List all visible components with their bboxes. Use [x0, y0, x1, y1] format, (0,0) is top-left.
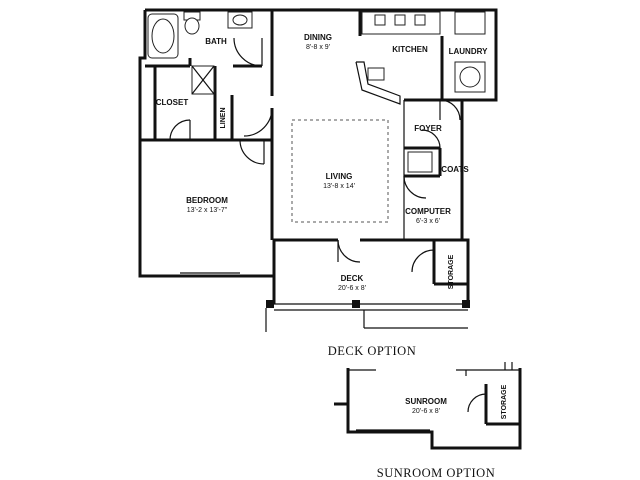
- room-label-dining: DINING: [304, 33, 332, 42]
- caption-sunroom-option: SUNROOM OPTION: [377, 466, 495, 480]
- room-label-closet: CLOSET: [156, 98, 189, 107]
- room-label-linen: LINEN: [220, 108, 227, 129]
- room-label-foyer: FOYER: [414, 124, 442, 133]
- room-size-sunroom: 20'-6 x 8': [412, 408, 440, 415]
- sunroom-plan: [334, 362, 522, 450]
- room-label-sunroom-storage: STORAGE: [501, 384, 508, 419]
- room-label-bedroom: BEDROOM: [186, 196, 228, 205]
- room-label-deck: DECK: [341, 274, 364, 283]
- room-label-coats: COATS: [441, 165, 469, 174]
- room-label-sunroom: SUNROOM: [405, 397, 447, 406]
- room-label-bath: BATH: [205, 37, 227, 46]
- door-swings: [169, 37, 461, 273]
- foyer-fixture: [407, 151, 433, 173]
- room-label-kitchen: KITCHEN: [392, 45, 428, 54]
- room-label-living: LIVING: [326, 172, 353, 181]
- room-label-computer: COMPUTER: [405, 207, 451, 216]
- interior-walls: [140, 10, 468, 286]
- bath-fixtures: [147, 11, 253, 95]
- room-label-storage: STORAGE: [448, 254, 455, 289]
- room-size-computer: 6'-3 x 6': [416, 218, 440, 225]
- room-size-living: 13'-8 x 14': [323, 183, 355, 190]
- room-size-dining: 8'-8 x 9': [306, 44, 330, 51]
- kitchen-fixtures: [355, 11, 486, 105]
- deck-railing: [265, 300, 470, 332]
- windows: [180, 8, 340, 274]
- living-rug-outline: [291, 119, 389, 223]
- caption-deck-option: DECK OPTION: [328, 344, 416, 358]
- room-size-deck: 20'-6 x 8': [338, 285, 366, 292]
- room-label-laundry: LAUNDRY: [449, 47, 488, 56]
- room-size-bedroom: 13'-2 x 13'-7": [187, 207, 228, 214]
- exterior-walls: [138, 8, 498, 304]
